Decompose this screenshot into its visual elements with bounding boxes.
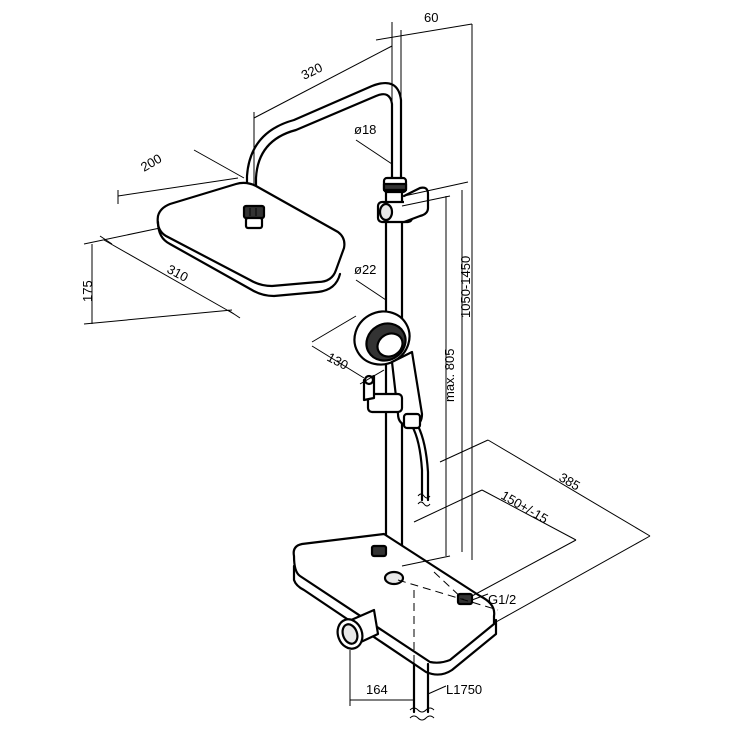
- pipe-coupling: [382, 176, 408, 194]
- dim-g12: G1/2: [471, 592, 516, 607]
- dim-60: 60: [375, 10, 473, 560]
- dim-164: 164: [349, 650, 415, 706]
- dim-320: 320: [253, 40, 393, 186]
- dim-d18-label: ø18: [354, 122, 376, 137]
- dim-385-label: 385: [557, 470, 583, 494]
- dim-d22: ø22: [354, 262, 387, 301]
- dim-805-label: max. 805: [442, 349, 457, 402]
- overhead-shower-head: [156, 181, 346, 298]
- thermostat-shelf: [292, 532, 498, 676]
- dim-150-label: 150+/-15: [499, 488, 551, 527]
- dim-164-label: 164: [366, 682, 388, 697]
- dim-d22-label: ø22: [354, 262, 376, 277]
- dim-1050-label: 1050-1450: [458, 256, 473, 318]
- dim-l1750-label: L1750: [446, 682, 482, 697]
- shower-arm: [245, 82, 403, 200]
- hand-shower-holder: [362, 374, 422, 430]
- dim-max-805: max. 805: [401, 195, 457, 567]
- dim-175: 175: [80, 227, 233, 325]
- thermostat-knob: [336, 608, 380, 650]
- dim-200-label: 200: [138, 151, 164, 175]
- dim-320-label: 320: [299, 60, 325, 83]
- dim-1050-1450: 1050-1450: [403, 181, 473, 552]
- dim-d18: ø18: [354, 122, 393, 165]
- dim-60-label: 60: [424, 10, 438, 25]
- dim-130-label: 130: [325, 349, 351, 372]
- dim-l1750: L1750: [427, 682, 482, 697]
- dim-310-label: 310: [165, 261, 191, 284]
- dim-175-label: 175: [80, 280, 95, 302]
- dim-g12-label: G1/2: [488, 592, 516, 607]
